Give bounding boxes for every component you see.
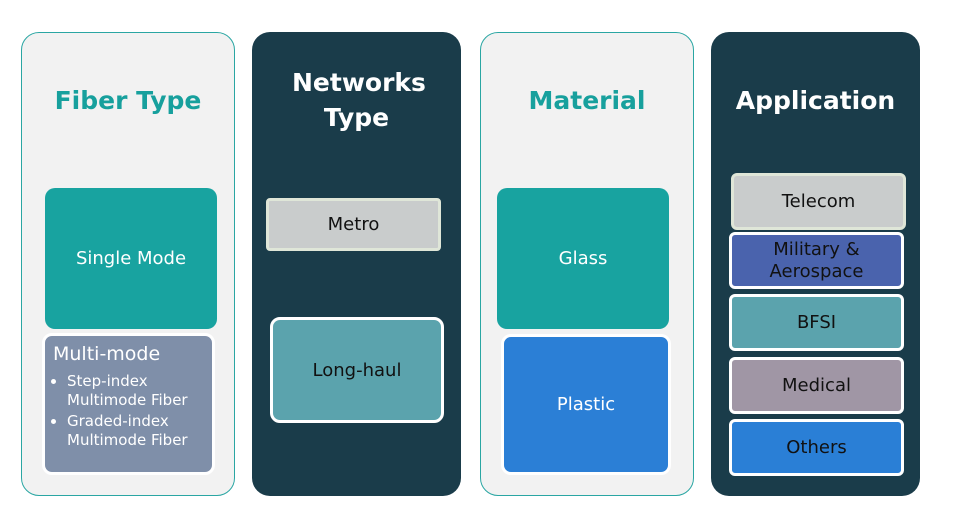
long-haul-box: Long-haul xyxy=(270,317,444,423)
application-column: Application Telecom Military & Aerospace… xyxy=(711,32,920,496)
column-title: Material xyxy=(528,86,646,115)
bullet-graded-index: Graded-index Multimode Fiber xyxy=(67,412,204,450)
telecom-box: Telecom xyxy=(731,173,906,230)
metro-box: Metro xyxy=(266,198,441,251)
glass-box: Glass xyxy=(497,188,669,329)
medical-box: Medical xyxy=(729,357,904,414)
bullet-step-index: Step-index Multimode Fiber xyxy=(67,372,204,410)
column-title: Networks Type xyxy=(292,68,426,132)
networks-type-column: Networks Type Metro Long-haul xyxy=(252,32,461,496)
bfsi-box: BFSI xyxy=(729,294,904,351)
single-mode-box: Single Mode xyxy=(45,188,217,329)
others-box: Others xyxy=(729,419,904,476)
column-title: Fiber Type xyxy=(54,86,202,115)
fiber-type-column: Fiber Type Single Mode Multi-mode Step-i… xyxy=(21,32,235,496)
military-aerospace-box: Military & Aerospace xyxy=(729,232,904,289)
multi-mode-box: Multi-mode Step-index Multimode Fiber Gr… xyxy=(42,333,215,475)
material-column: Material Glass Plastic xyxy=(480,32,694,496)
plastic-box: Plastic xyxy=(501,334,671,475)
column-title: Application xyxy=(735,86,896,115)
multi-mode-label: Multi-mode xyxy=(53,343,161,365)
